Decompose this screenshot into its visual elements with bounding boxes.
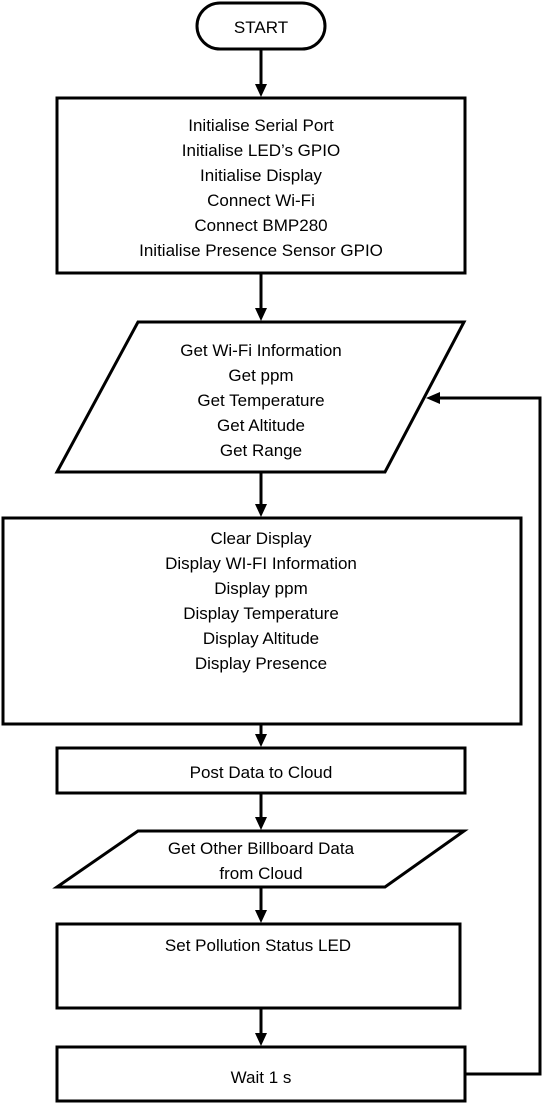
read-line: Get Temperature [197,391,324,410]
post-data-process: Post Data to Cloud [55,746,467,795]
arrow-read-to-display [255,473,267,517]
init-line: Initialise Presence Sensor GPIO [139,241,383,260]
led-status-process: Set Pollution Status LED [55,922,462,1010]
wait-process: Wait 1 s [55,1045,467,1103]
loop-back-arrow [426,392,542,1076]
start-label: START [234,18,288,37]
arrow-led-to-wait [255,1009,267,1046]
init-line: Initialise Serial Port [188,116,334,135]
init-line: Connect Wi-Fi [207,191,315,210]
read-line: Get ppm [228,366,293,385]
arrow-start-to-init [255,50,267,97]
fetch-line: from Cloud [219,864,302,883]
fetch-cloud-io: Get Other Billboard Data from Cloud [52,829,469,889]
init-line: Initialise Display [200,166,322,185]
fetch-line: Get Other Billboard Data [168,839,355,858]
read-line: Get Range [220,441,302,460]
read-line: Get Wi-Fi Information [180,341,342,360]
arrow-post-to-fetch [255,794,267,830]
arrow-fetch-to-led [255,888,267,923]
arrow-init-to-read [255,274,267,321]
display-line: Display Temperature [183,604,339,623]
read-line: Get Altitude [217,416,305,435]
start-terminator: START [195,1,327,51]
wait-line: Wait 1 s [231,1068,292,1087]
arrow-display-to-post [255,725,267,747]
display-line: Display ppm [214,579,308,598]
led-line: Set Pollution Status LED [165,936,351,955]
display-process: Clear Display Display WI-FI Information … [1,516,523,726]
init-line: Initialise LED’s GPIO [182,141,340,160]
display-line: Display WI-FI Information [165,554,357,573]
display-line: Clear Display [210,529,312,548]
read-sensors-io: Get Wi-Fi Information Get ppm Get Temper… [54,320,467,474]
display-line: Display Presence [195,654,327,673]
init-process: Initialise Serial Port Initialise LED’s … [55,96,467,275]
init-line: Connect BMP280 [194,216,327,235]
display-line: Display Altitude [203,629,319,648]
post-line: Post Data to Cloud [190,763,333,782]
